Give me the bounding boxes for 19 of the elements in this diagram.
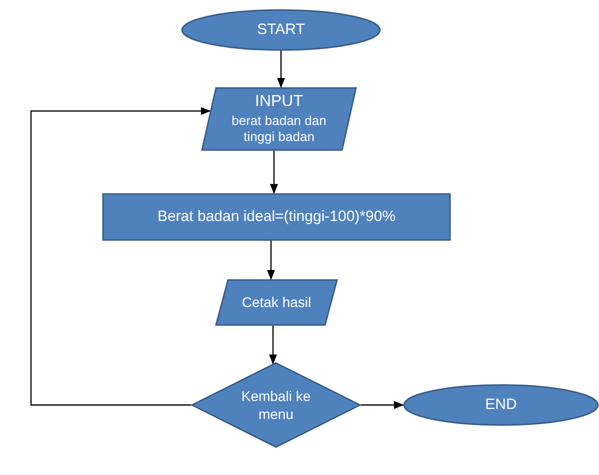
arrow xyxy=(360,401,404,409)
terminal-ellipse xyxy=(404,385,598,425)
io-parallelogram xyxy=(216,280,337,325)
terminal-ellipse xyxy=(182,10,380,50)
process-box xyxy=(103,194,450,240)
arrow xyxy=(270,150,278,194)
node-label: END xyxy=(485,395,517,415)
node-label: Kembali ke menu xyxy=(240,386,312,424)
arrow xyxy=(267,240,275,280)
node-label: Berat badan ideal=(tinggi-100)*90% xyxy=(157,207,396,227)
arrow xyxy=(30,107,211,406)
node-label: Cetak hasil xyxy=(242,293,312,312)
node-heading: INPUT xyxy=(255,92,303,112)
node-label: berat badan dan tinggi badan xyxy=(230,112,328,146)
io-parallelogram xyxy=(202,88,356,150)
decision-diamond xyxy=(192,363,360,447)
arrow xyxy=(269,325,277,364)
arrow xyxy=(277,50,285,88)
node-label: START xyxy=(257,20,305,40)
